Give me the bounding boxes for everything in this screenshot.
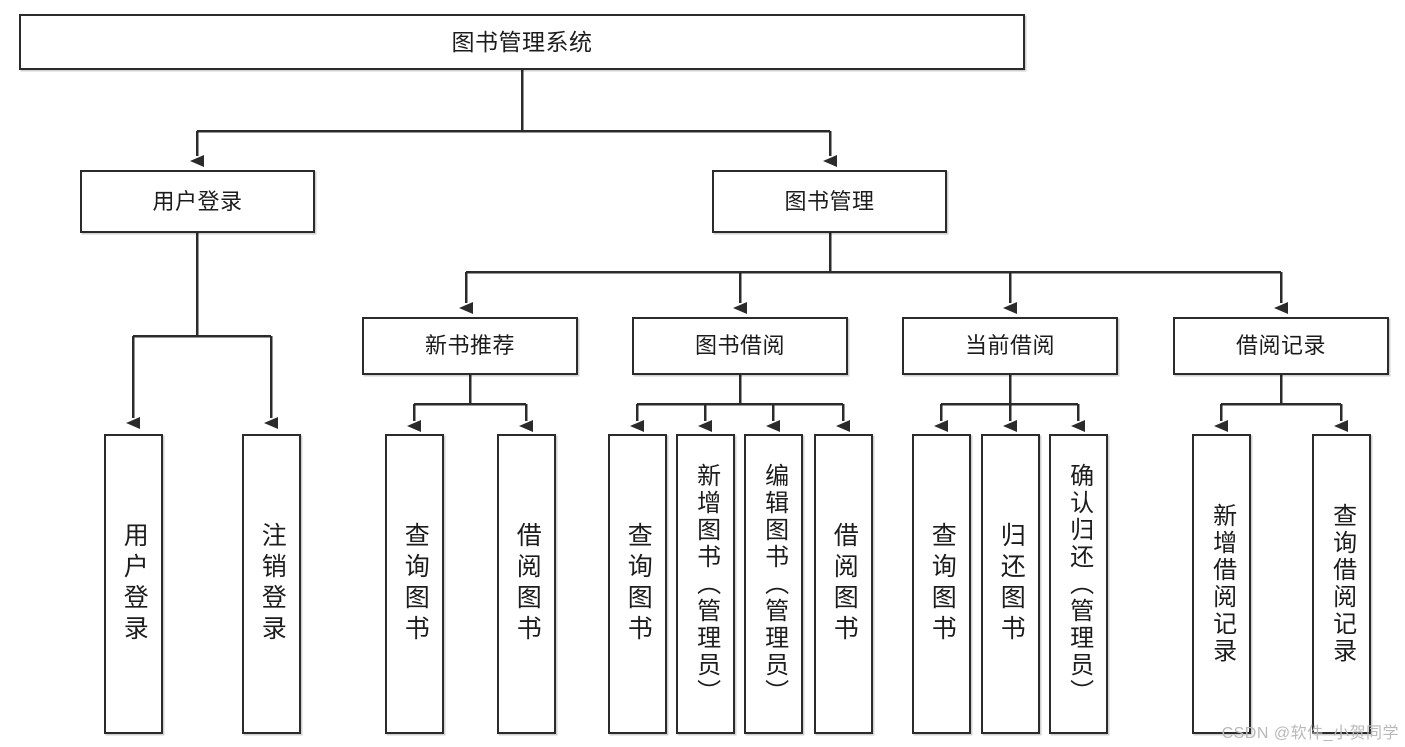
node-label: 图书管理	[784, 188, 875, 214]
node-label: 当前借阅	[964, 333, 1055, 358]
node-label: 查询图书	[401, 522, 430, 646]
node-label: 注销登录	[258, 522, 287, 646]
node-label: 编辑图书（管理员）	[760, 462, 788, 706]
node-new-book-rec[interactable]: 新书推荐	[362, 317, 578, 375]
node-leaf-query-book-1[interactable]: 查询图书	[385, 434, 444, 734]
node-leaf-borrow-book-1[interactable]: 借阅图书	[497, 434, 556, 734]
node-leaf-add-record[interactable]: 新增借阅记录	[1192, 434, 1251, 734]
node-label: 图书借阅	[694, 333, 785, 358]
node-label: 查询借阅记录	[1328, 503, 1356, 665]
node-book-borrow[interactable]: 图书借阅	[632, 317, 848, 375]
node-label: 归还图书	[997, 522, 1026, 646]
node-label: 查询图书	[624, 522, 653, 646]
node-label: 确认归还（管理员）	[1065, 462, 1093, 706]
node-leaf-borrow-book-2[interactable]: 借阅图书	[814, 434, 873, 734]
node-label: 借阅图书	[830, 522, 859, 646]
node-leaf-return-book[interactable]: 归还图书	[981, 434, 1040, 734]
node-leaf-add-book[interactable]: 新增图书（管理员）	[676, 434, 735, 734]
node-label: 查询图书	[928, 522, 957, 646]
node-label: 图书管理系统	[451, 28, 593, 55]
node-label: 借阅记录	[1235, 333, 1326, 358]
node-root-system[interactable]: 图书管理系统	[19, 14, 1025, 70]
node-label: 新增借阅记录	[1208, 503, 1236, 665]
node-label: 借阅图书	[513, 522, 542, 646]
node-book-manage[interactable]: 图书管理	[712, 170, 947, 233]
node-leaf-edit-book[interactable]: 编辑图书（管理员）	[744, 434, 803, 734]
node-label: 用户登录	[120, 522, 149, 646]
node-borrow-record[interactable]: 借阅记录	[1173, 317, 1389, 375]
node-leaf-query-record[interactable]: 查询借阅记录	[1312, 434, 1371, 734]
node-leaf-query-book-3[interactable]: 查询图书	[912, 434, 971, 734]
watermark-text: CSDN @软件_小贺同学	[1221, 725, 1399, 742]
node-leaf-user-login[interactable]: 用户登录	[104, 434, 163, 734]
node-label: 新增图书（管理员）	[692, 462, 720, 706]
node-current-borrow[interactable]: 当前借阅	[902, 317, 1118, 375]
node-label: 用户登录	[152, 188, 243, 214]
node-leaf-query-book-2[interactable]: 查询图书	[608, 434, 667, 734]
node-leaf-logout[interactable]: 注销登录	[242, 434, 301, 734]
node-user-login[interactable]: 用户登录	[80, 170, 315, 233]
node-leaf-confirm-return[interactable]: 确认归还（管理员）	[1049, 434, 1108, 734]
node-label: 新书推荐	[424, 333, 515, 358]
